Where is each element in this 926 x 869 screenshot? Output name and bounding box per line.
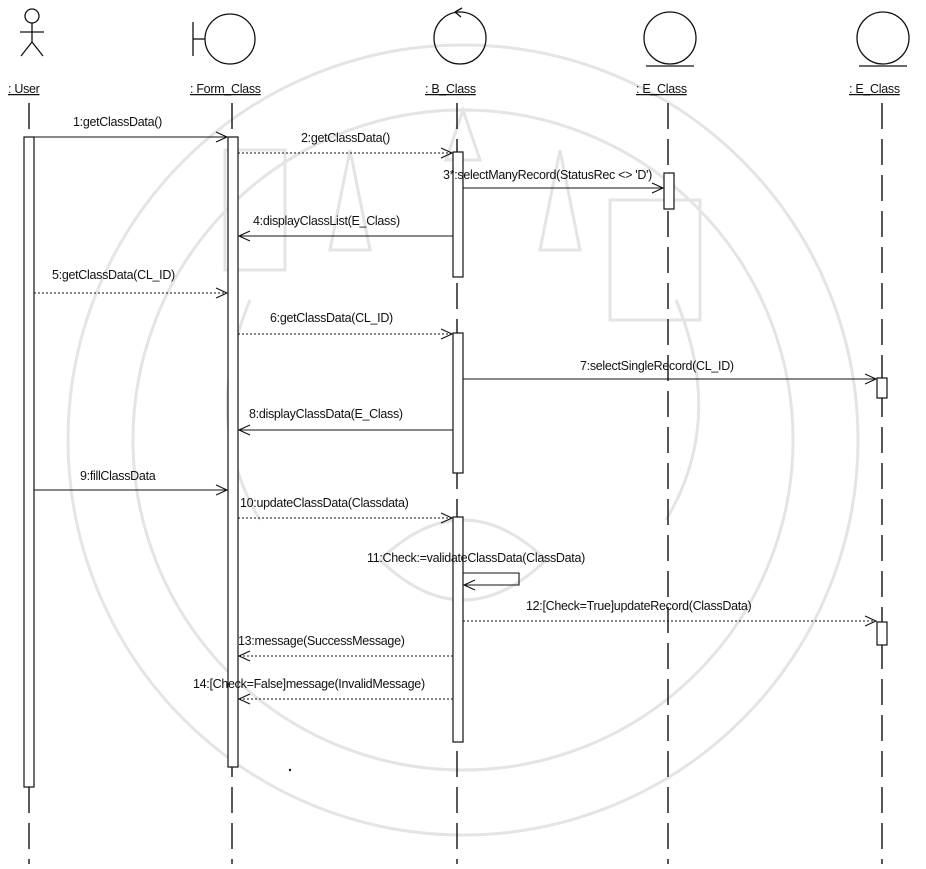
control-icon	[433, 7, 487, 65]
activation-user	[23, 136, 35, 788]
message-label: 6:getClassData(CL_ID)	[270, 311, 393, 325]
actor-icon	[20, 8, 44, 57]
activation-b-1	[452, 151, 464, 278]
participant-e2: : E_Class	[849, 82, 900, 96]
message-arrow	[463, 572, 520, 586]
message-label: 3*:selectManyRecord(StatusRec <> 'D')	[443, 168, 652, 182]
arrowhead-icon	[864, 615, 878, 627]
message-label: 1:getClassData()	[73, 115, 162, 129]
activation-e1	[663, 172, 675, 210]
arrowhead-icon	[237, 230, 251, 242]
participant-user: : User	[8, 82, 40, 96]
activation-e2-1	[876, 377, 888, 399]
stray-dot	[288, 768, 292, 772]
arrowhead-icon	[440, 328, 454, 340]
entity-icon	[856, 11, 910, 67]
participant-b: : B_Class	[425, 82, 476, 96]
arrowhead-icon	[215, 484, 229, 496]
message-label: 11:Check:=validateClassData(ClassData)	[367, 551, 585, 565]
message-label: 9:fillClassData	[80, 469, 156, 483]
arrowhead-icon	[440, 512, 454, 524]
arrowhead-icon	[215, 287, 229, 299]
arrowhead-icon	[237, 424, 251, 436]
entity-icon	[643, 11, 697, 67]
message-label: 14:[Check=False]message(InvalidMessage)	[193, 677, 425, 691]
boundary-icon	[192, 13, 256, 65]
arrowhead-icon	[864, 373, 878, 385]
arrowhead-icon	[237, 650, 251, 662]
participant-e1: : E_Class	[636, 82, 687, 96]
activation-e2-2	[876, 621, 888, 646]
activation-b-3	[452, 516, 464, 743]
arrowhead-icon	[215, 131, 229, 143]
arrowhead-icon	[462, 579, 476, 591]
message-label: 4:displayClassList(E_Class)	[253, 214, 400, 228]
activation-b-2	[452, 332, 464, 474]
message-label: 5:getClassData(CL_ID)	[52, 268, 175, 282]
message-label: 13:message(SuccessMessage)	[238, 634, 405, 648]
message-label: 12:[Check=True]updateRecord(ClassData)	[526, 599, 752, 613]
participant-form: : Form_Class	[190, 82, 261, 96]
message-label: 2:getClassData()	[301, 131, 390, 145]
message-label: 10:updateClassData(Classdata)	[240, 496, 409, 510]
message-label: 7:selectSingleRecord(CL_ID)	[580, 359, 734, 373]
arrowhead-icon	[237, 693, 251, 705]
arrowhead-icon	[440, 147, 454, 159]
activation-form	[227, 136, 239, 768]
arrowhead-icon	[651, 182, 665, 194]
message-label: 8:displayClassData(E_Class)	[249, 407, 403, 421]
